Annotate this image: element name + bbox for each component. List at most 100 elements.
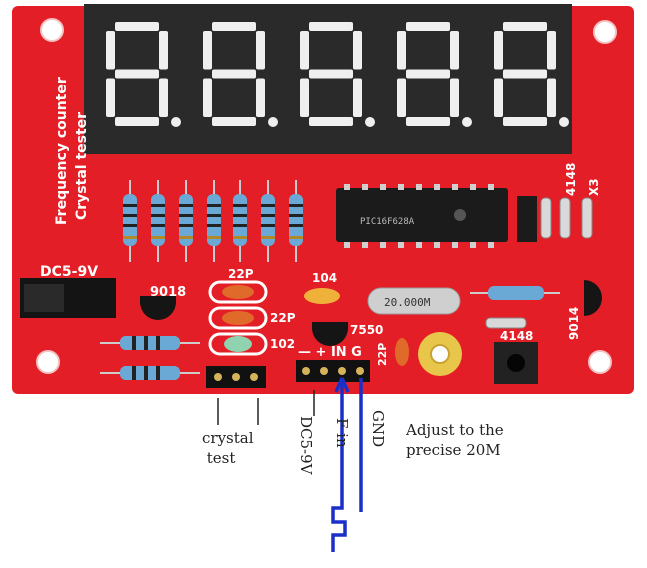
cap-22p-top (222, 285, 254, 299)
annotation-crystal-test: crystal test (202, 429, 254, 467)
label-102: 102 (270, 337, 295, 351)
mcu-pin (398, 184, 404, 190)
display-segment (309, 69, 353, 79)
decimal-point (559, 117, 569, 127)
label-7550: 7550 (350, 323, 383, 337)
resistor (179, 180, 193, 262)
annotation-lines (217, 390, 315, 425)
label-104: 104 (312, 271, 337, 285)
mcu-pin (452, 184, 458, 190)
display-segment (547, 78, 556, 117)
display-digit (494, 22, 569, 127)
cap-102 (224, 336, 252, 352)
display-segment (406, 69, 450, 79)
display-segment (450, 31, 459, 70)
cap-22p-mid (222, 311, 254, 325)
mcu-pin (416, 242, 422, 248)
label-22p-top: 22P (228, 267, 254, 281)
mcu-pin (470, 242, 476, 248)
resistor (233, 180, 247, 262)
crystal-20m (367, 287, 461, 315)
display-segment (397, 31, 406, 70)
display-segment (494, 31, 503, 70)
regulator-7550 (312, 328, 348, 346)
label-4148-button: 4148 (500, 329, 533, 343)
mcu-pin (434, 184, 440, 190)
display-segment (353, 78, 362, 117)
diode-right (485, 317, 527, 329)
resistor-right (488, 286, 544, 300)
mounting-holes (36, 18, 617, 374)
resistor (207, 180, 221, 262)
resistor-row (123, 180, 303, 262)
cap-22p-right (395, 338, 409, 366)
resistor (261, 180, 275, 262)
mcu-pin (362, 184, 368, 190)
diode-array (540, 197, 593, 239)
display-segment (300, 78, 309, 117)
annotation-gnd: GND (369, 410, 387, 448)
display-segment (115, 69, 159, 79)
transistor-9018 (140, 302, 176, 320)
label-22p-right: 22P (376, 343, 389, 366)
mcu-pin (488, 242, 494, 248)
mcu-pin (470, 184, 476, 190)
decimal-point (365, 117, 375, 127)
display-segment (406, 22, 450, 31)
capacitor-pads (208, 280, 268, 356)
cap-104 (304, 288, 340, 304)
label-9018: 9018 (150, 285, 186, 300)
display-segment (309, 22, 353, 31)
label-4148-top: 4148 (564, 163, 578, 196)
mcu-chip (336, 188, 508, 242)
display-segment (159, 31, 168, 70)
display-segment (503, 69, 547, 79)
signal-wires (331, 377, 363, 552)
decimal-point (462, 117, 472, 127)
small-ic (517, 196, 537, 242)
display-segment (300, 31, 309, 70)
display-segment (547, 31, 556, 70)
input-header (296, 360, 370, 382)
mcu-pin (416, 184, 422, 190)
display-segment (450, 78, 459, 117)
board-title: Frequency counter (54, 77, 70, 225)
label-dc-jack: DC5-9V (40, 264, 98, 280)
display-segment (106, 78, 115, 117)
display-segment (203, 78, 212, 117)
display-segment (212, 117, 256, 126)
resistor (151, 180, 165, 262)
display-digit (203, 22, 278, 127)
display-segment (406, 117, 450, 126)
mcu-pin (362, 242, 368, 248)
mcu-pins (344, 184, 494, 248)
display-digit (300, 22, 375, 127)
display-segment (503, 117, 547, 126)
decimal-point (268, 117, 278, 127)
mcu-pin (380, 242, 386, 248)
mcu-pin (344, 184, 350, 190)
display-digit (397, 22, 472, 127)
display-segment (203, 31, 212, 70)
display-segment (159, 78, 168, 117)
mcu-pin (434, 242, 440, 248)
display-segment (256, 78, 265, 117)
display-segment (397, 78, 406, 117)
board-subtitle: Crystal tester (74, 112, 90, 220)
annotation-adjust: Adjust to the precise 20M (406, 421, 504, 459)
display-segment (353, 31, 362, 70)
display-segment (212, 22, 256, 31)
label-crystal: 20.000M (384, 296, 431, 309)
annotation-f-in: F in (333, 418, 351, 448)
mcu-pin (398, 242, 404, 248)
display-segment (115, 117, 159, 126)
label-x3: X3 (587, 178, 601, 196)
label-9014: 9014 (567, 307, 581, 340)
display-segment (115, 22, 159, 31)
display-digits (106, 22, 569, 127)
display-segment (212, 69, 256, 79)
resistor (123, 180, 137, 262)
display-segment (503, 22, 547, 31)
